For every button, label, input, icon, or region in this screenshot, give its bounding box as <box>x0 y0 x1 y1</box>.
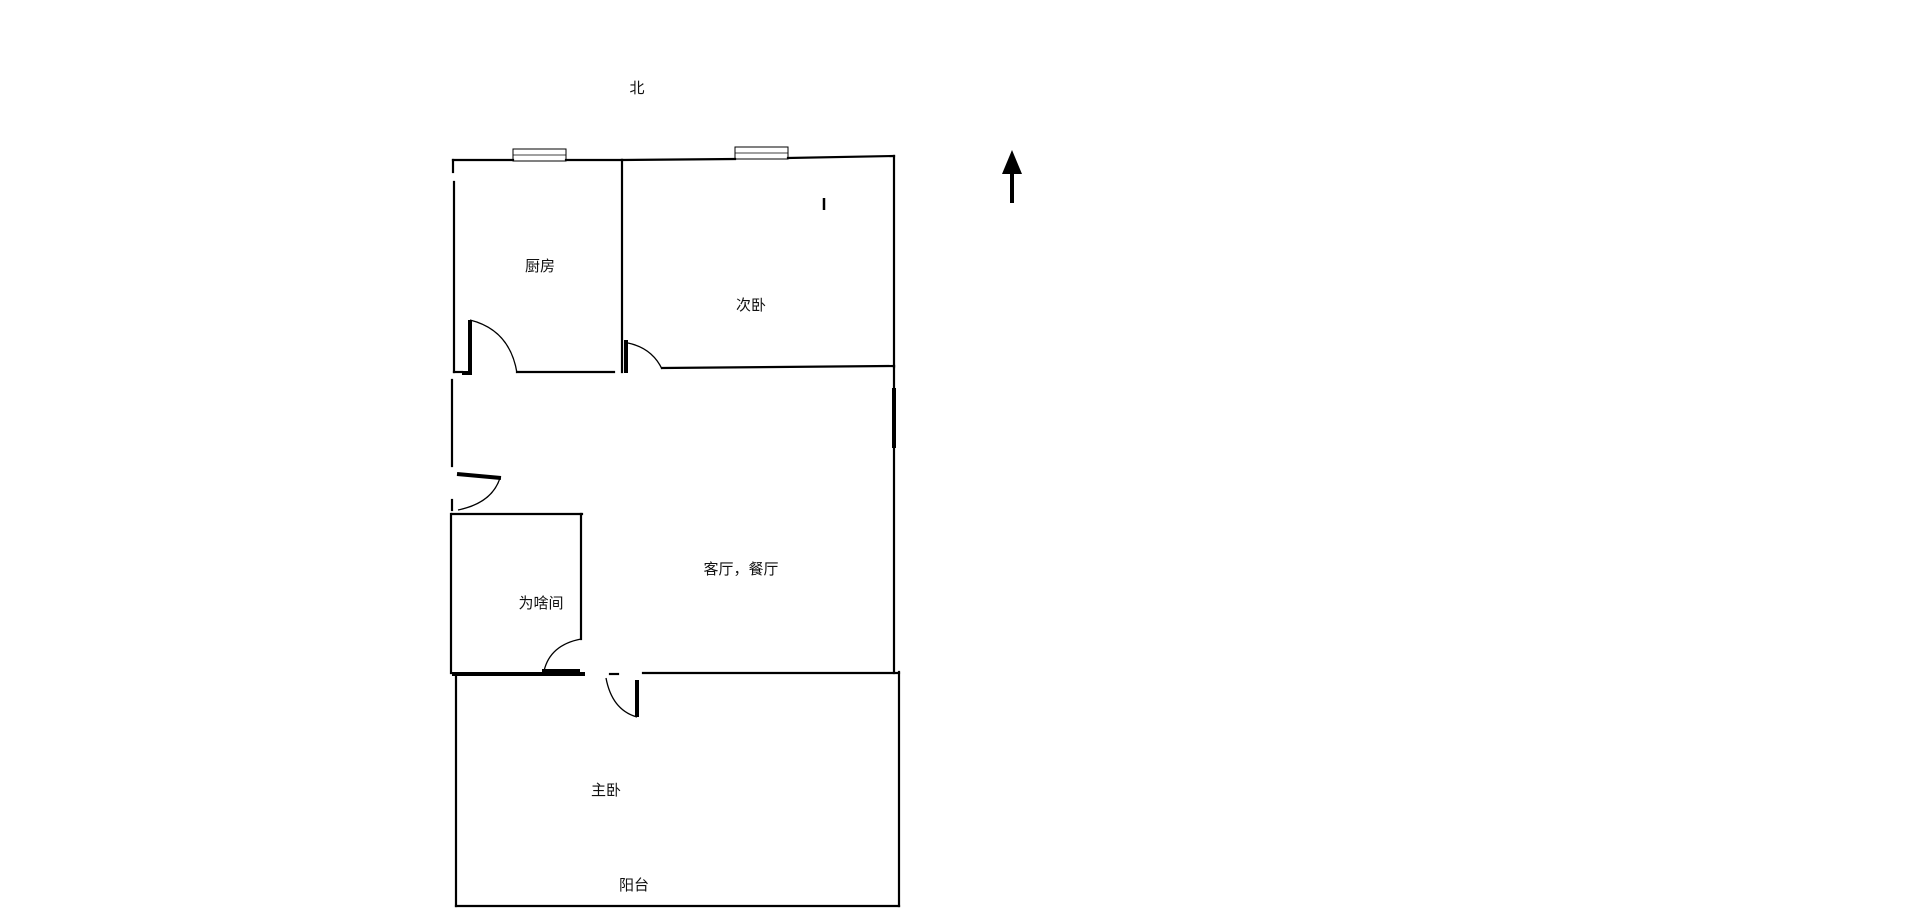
living-dining-label: 客厅，餐厅 <box>703 560 778 578</box>
kitchen-door-swing <box>469 319 518 374</box>
balcony-label: 阳台 <box>619 876 649 894</box>
entrance-door-swing <box>457 477 501 511</box>
master-bedroom-door-swing <box>605 677 638 718</box>
utility-room-walls <box>449 512 585 676</box>
window-bedroom-north <box>734 146 789 160</box>
kitchen-label: 厨房 <box>525 257 555 275</box>
living-room-walls <box>450 364 896 675</box>
utility-door-swing <box>543 638 582 672</box>
second-bedroom-label: 次卧 <box>736 296 766 314</box>
north-label: 北 <box>629 79 644 97</box>
second-bedroom-walls <box>620 154 896 373</box>
second-bedroom-door-swing <box>627 342 663 370</box>
utility-room-label: 为啥间 <box>518 594 563 612</box>
master-bedroom-label: 主卧 <box>591 781 621 799</box>
master-bedroom-walls <box>454 670 901 908</box>
north-arrow-icon <box>1002 150 1022 203</box>
kitchen-walls <box>451 158 624 375</box>
window-kitchen-north <box>512 148 567 162</box>
